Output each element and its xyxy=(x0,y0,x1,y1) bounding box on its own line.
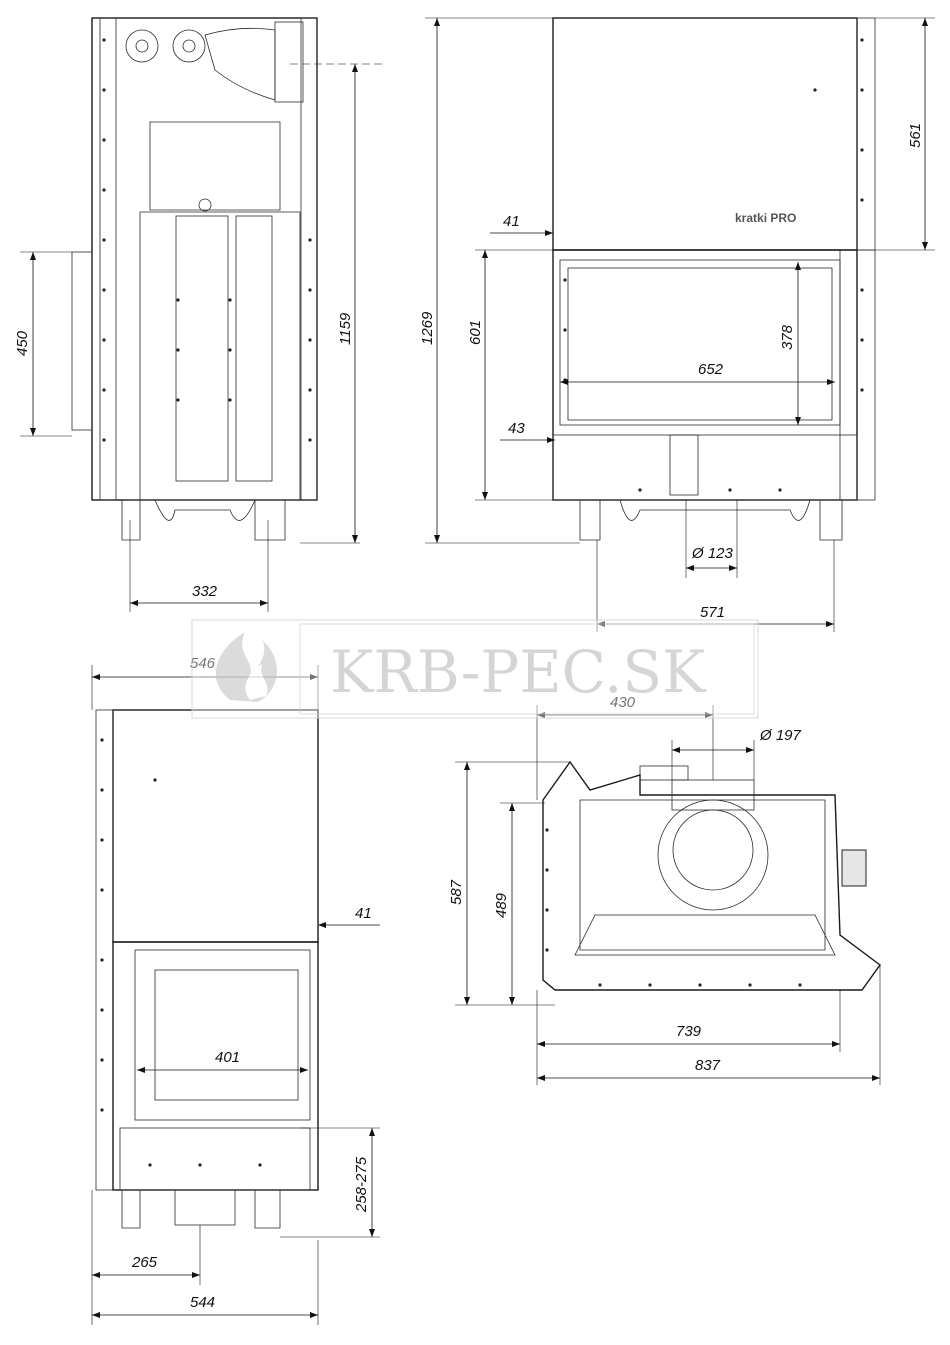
top-view: 430 Ø 197 587 489 739 837 xyxy=(448,694,881,1085)
flue-collar xyxy=(657,799,769,911)
dim-flue-diameter: Ø 197 xyxy=(759,727,802,744)
front-left-view: 1159 450 332 xyxy=(14,17,385,612)
top-casing xyxy=(552,17,858,251)
outlet-box xyxy=(174,1189,236,1226)
dim-depth-inner: 489 xyxy=(493,892,510,918)
dim-height-total: 1269 xyxy=(419,311,436,345)
side-view: 546 41 401 258-275 265 544 xyxy=(91,655,380,1325)
left-frame-profile xyxy=(99,17,117,501)
front-right-view: kratki PRO 1269 601 561 41 43 652 xyxy=(419,17,935,632)
top-casing xyxy=(112,709,319,943)
ash-section xyxy=(119,1127,311,1191)
dim-bottom-offset: 43 xyxy=(508,420,525,437)
dim-width-inner: 739 xyxy=(676,1023,702,1040)
right-frame-profile xyxy=(300,17,318,501)
dim-glass-height: 378 xyxy=(779,324,796,350)
glass-outer xyxy=(134,949,311,1121)
door-glass-section xyxy=(175,215,229,482)
firebox-inner xyxy=(579,799,826,951)
dim-glass-width: 401 xyxy=(215,1049,240,1066)
air-regulator xyxy=(841,849,867,887)
dim-glass-width: 652 xyxy=(698,361,724,378)
dim-depth-total: 587 xyxy=(448,879,465,905)
dim-foot-offset: 265 xyxy=(131,1254,158,1271)
side-handle-panel xyxy=(71,251,93,431)
dim-height-total: 1159 xyxy=(337,312,354,345)
door-frame xyxy=(112,941,319,1191)
dim-top-section: 561 xyxy=(907,123,924,148)
watermark: KRB-PEC.SK xyxy=(191,619,759,719)
dim-flue-offset: 430 xyxy=(610,694,636,711)
fan-left xyxy=(125,29,159,63)
air-duct xyxy=(204,27,276,101)
dim-width-bottom: 544 xyxy=(190,1294,215,1311)
air-regulator xyxy=(669,434,699,496)
dim-foot-spacing: 332 xyxy=(192,583,218,600)
ash-section xyxy=(552,434,858,501)
dim-width-top: 546 xyxy=(190,655,216,672)
top-outline xyxy=(542,760,881,991)
dim-bottom-height: 258-275 xyxy=(353,1156,370,1213)
foot-right xyxy=(254,499,286,541)
flame-logo xyxy=(215,632,278,702)
firebox xyxy=(139,211,301,501)
dim-outlet-diameter: Ø 123 xyxy=(691,545,734,562)
damper-box xyxy=(274,21,304,103)
fireplace-body-outline xyxy=(91,17,318,501)
dim-width-total: 837 xyxy=(695,1057,721,1074)
dim-door-offset: 41 xyxy=(355,905,372,922)
dim-outlet-offset: 571 xyxy=(700,604,725,621)
watermark-text: KRB-PEC.SK xyxy=(330,638,707,706)
smoke-chamber xyxy=(149,121,281,211)
fan-right xyxy=(172,29,206,63)
dim-door-section: 601 xyxy=(467,320,484,345)
brand-logo: kratki PRO xyxy=(735,211,796,225)
dim-top-offset: 41 xyxy=(503,213,520,230)
dim-door-height: 450 xyxy=(14,330,31,356)
foot-left xyxy=(121,499,141,541)
